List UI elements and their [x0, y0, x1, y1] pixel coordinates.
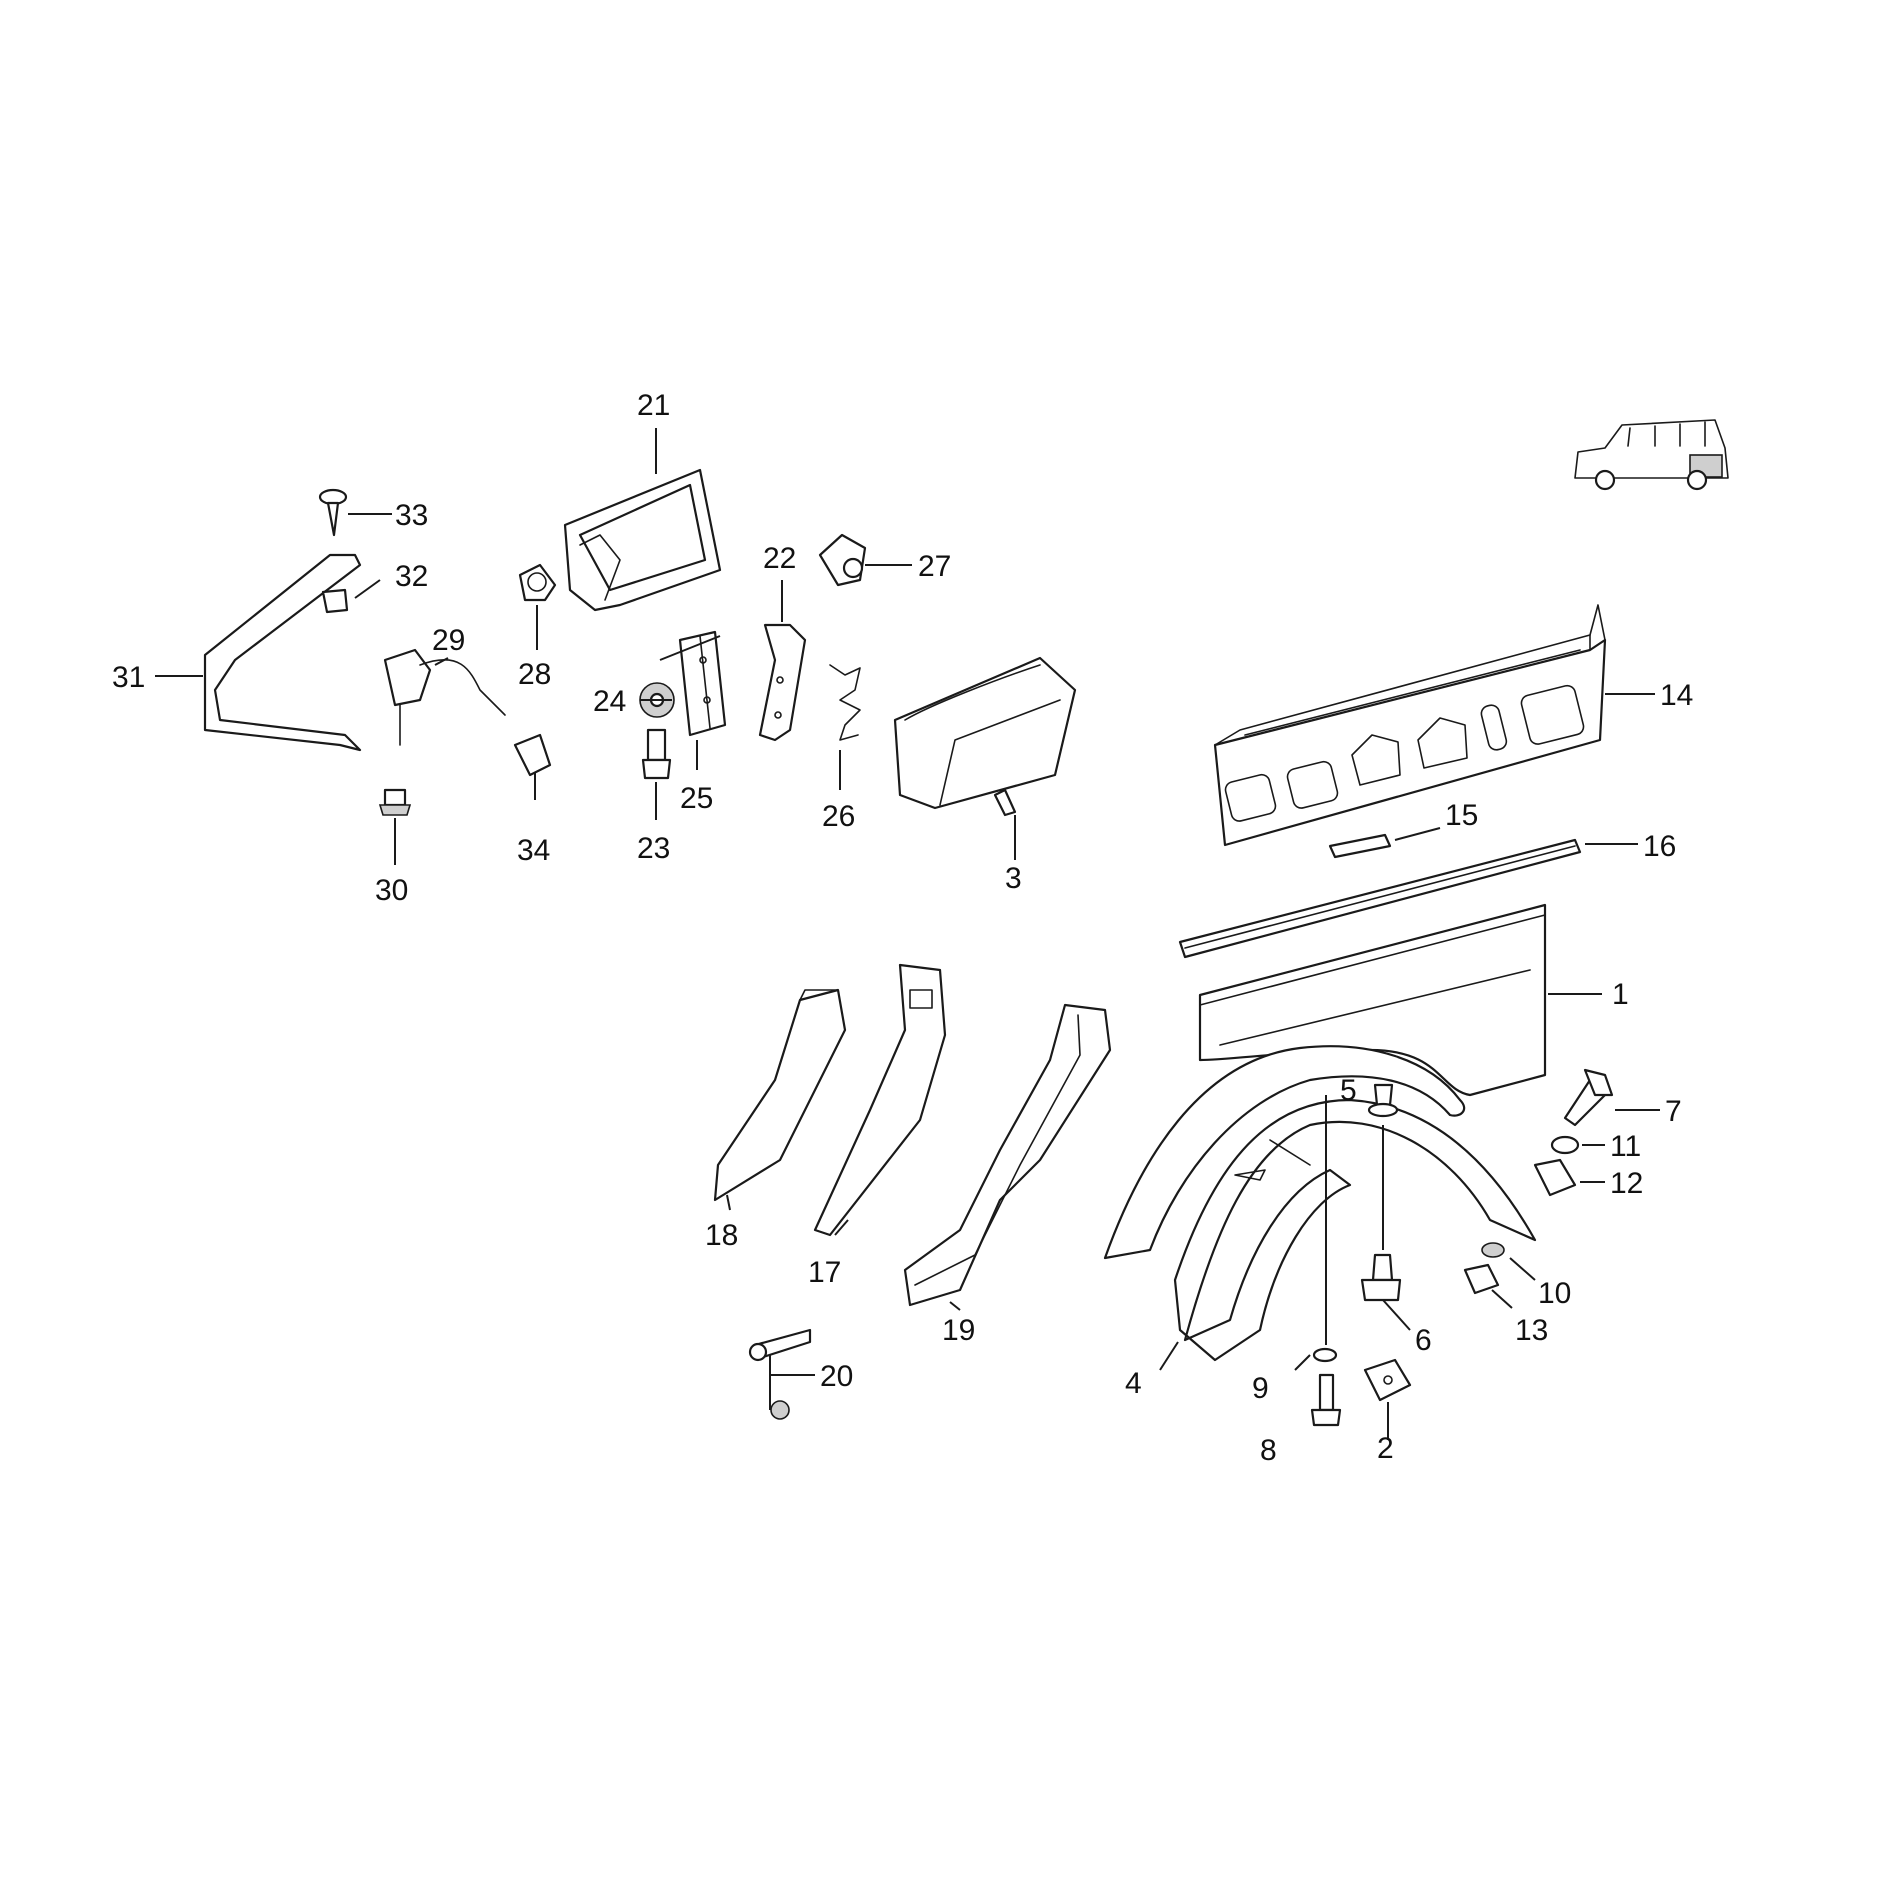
callout-29: 29	[432, 624, 465, 657]
part-16-sill-rail	[1178, 838, 1582, 959]
part-11-washer	[1550, 1135, 1580, 1155]
part-6-fastener	[1360, 1253, 1402, 1302]
callout-11: 11	[1610, 1130, 1641, 1163]
callout-12: 12	[1610, 1167, 1643, 1200]
part-19-pillar	[903, 1003, 1112, 1307]
part-22-bracket	[758, 623, 807, 742]
callout-1: 1	[1612, 978, 1629, 1011]
part-20-rod	[748, 1328, 812, 1420]
callout-5: 5	[1340, 1074, 1357, 1107]
part-31-bracket-strip	[203, 553, 362, 752]
callout-9: 9	[1252, 1372, 1269, 1405]
callout-18: 18	[705, 1219, 738, 1252]
callout-30: 30	[375, 874, 408, 907]
part-10-washer	[1481, 1242, 1505, 1258]
callout-14: 14	[1660, 679, 1693, 712]
callout-17: 17	[808, 1256, 841, 1289]
part-21-filler-frame	[563, 468, 722, 612]
callout-labels: 1 2 3 4 5 6 7 8 9 10 11 12 13 14 15 16 1…	[112, 389, 1693, 1467]
callout-13: 13	[1515, 1314, 1548, 1347]
part-13-nut	[1463, 1263, 1500, 1295]
part-5-stud	[1367, 1083, 1399, 1118]
callout-25: 25	[680, 782, 713, 815]
part-30-nut	[378, 788, 412, 816]
callout-6: 6	[1415, 1324, 1432, 1357]
part-29-actuator	[383, 648, 506, 746]
callout-32: 32	[395, 560, 428, 593]
callout-2: 2	[1377, 1432, 1394, 1465]
part-26-spring-clip	[829, 664, 861, 741]
part-7-bolt	[1563, 1068, 1614, 1127]
part-34-connector	[513, 733, 552, 777]
callout-16: 16	[1643, 830, 1676, 863]
callout-26: 26	[822, 800, 855, 833]
callout-3: 3	[1005, 862, 1022, 895]
callout-19: 19	[942, 1314, 975, 1347]
vehicle-thumbnail-icon	[1574, 419, 1729, 491]
callout-34: 34	[517, 834, 550, 867]
callout-27: 27	[918, 550, 951, 583]
callout-33: 33	[395, 499, 428, 532]
callout-15: 15	[1445, 799, 1478, 832]
part-8-bolt	[1310, 1373, 1342, 1427]
part-15-strip	[1328, 833, 1392, 859]
part-2-plate	[1363, 1358, 1412, 1402]
callout-8: 8	[1260, 1434, 1277, 1467]
part-28-cap	[518, 563, 557, 602]
callout-4: 4	[1125, 1367, 1142, 1400]
part-27-latch	[818, 533, 867, 587]
part-12-bushing	[1533, 1158, 1577, 1197]
leader-lines	[155, 428, 1660, 1440]
part-32-clip-nut	[321, 588, 349, 614]
part-17-pillar	[813, 963, 947, 1237]
callout-31: 31	[112, 661, 145, 694]
part-25-hinge-plate	[678, 630, 727, 737]
callout-7: 7	[1665, 1095, 1682, 1128]
callout-23: 23	[637, 832, 670, 865]
callout-24: 24	[593, 685, 626, 718]
callout-22: 22	[763, 542, 796, 575]
part-14-rear-panel	[1213, 604, 1607, 847]
part-23-bolt	[641, 728, 672, 780]
part-4-wheel-arch	[1103, 1045, 1537, 1362]
callout-28: 28	[518, 658, 551, 691]
part-18-pillar	[713, 988, 847, 1202]
part-3-storage-box	[893, 656, 1077, 817]
callout-21: 21	[637, 389, 670, 422]
part-33-screw	[318, 488, 348, 537]
callout-10: 10	[1538, 1277, 1571, 1310]
callout-20: 20	[820, 1360, 853, 1393]
part-9-washer	[1312, 1347, 1338, 1363]
